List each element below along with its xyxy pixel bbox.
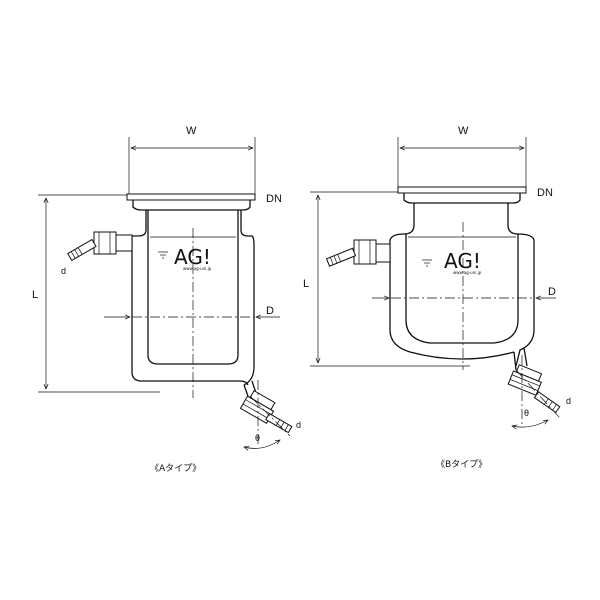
type-b-logo: AG! xyxy=(444,249,481,273)
type-a-bottom-outlet xyxy=(239,380,293,448)
type-a-flange-label: DN xyxy=(266,193,282,205)
type-a-angle-label: θ xyxy=(255,433,260,443)
type-b-flange-label: DN xyxy=(537,187,553,199)
type-a-diameter-label: D xyxy=(266,305,274,317)
type-a-bottom-port-label: d xyxy=(296,420,301,430)
type-a-port-label: d xyxy=(61,266,66,276)
type-a-logo-sub: www.ag-uni.jp xyxy=(183,266,212,271)
type-a-length-label: L xyxy=(32,289,38,301)
type-b-side-port xyxy=(325,239,391,267)
type-b-length-label: L xyxy=(303,278,309,290)
type-b-bottom-port-label: d xyxy=(566,396,571,406)
type-a-level-mark xyxy=(158,251,168,259)
type-b-vessel-body xyxy=(389,203,535,367)
type-a-width-dimension xyxy=(128,137,256,194)
type-b-bottom-outlet xyxy=(507,347,561,427)
type-a-width-label: W xyxy=(186,125,197,137)
type-b-drawing: W L DN D xyxy=(303,125,571,470)
type-b-length-dimension xyxy=(310,191,470,367)
type-b-width-label: W xyxy=(458,125,469,137)
type-b-logo-sub: www.ag-uni.jp xyxy=(453,270,482,275)
type-b-diameter-label: D xyxy=(548,286,556,298)
type-a-caption: 《Aタイプ》 xyxy=(150,463,201,474)
type-a-side-port xyxy=(67,231,133,262)
type-b-level-mark xyxy=(422,259,432,267)
type-a-drawing: W L DN D xyxy=(32,125,301,474)
type-b-flange xyxy=(397,186,527,204)
type-a-logo: AG! xyxy=(174,245,211,269)
type-b-caption: 《Bタイプ》 xyxy=(436,459,487,470)
type-b-angle-label: θ xyxy=(524,408,529,418)
type-a-length-dimension xyxy=(38,194,160,393)
type-b-width-dimension xyxy=(397,137,527,187)
type-a-flange xyxy=(126,193,256,211)
